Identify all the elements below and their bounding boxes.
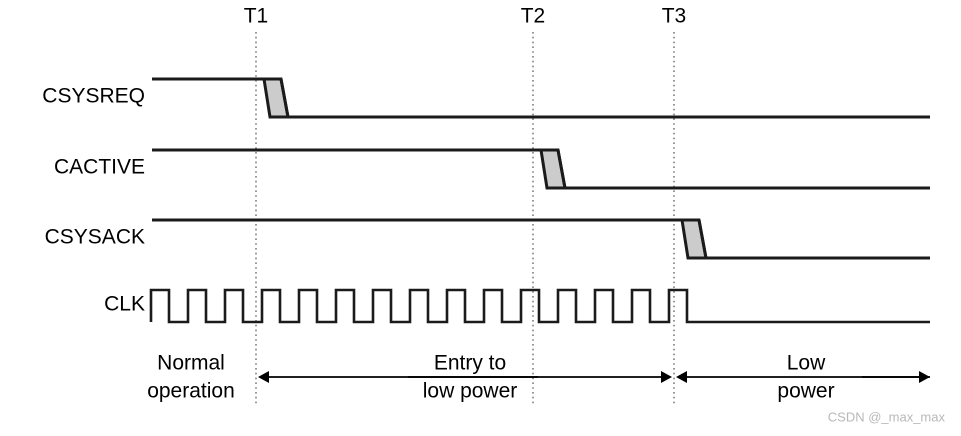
time-marker-label-t2: T2	[521, 4, 546, 27]
signal-label-csysreq: CSYSREQ	[42, 85, 145, 108]
seg-low-left-head	[676, 371, 687, 383]
phase-label-entry-to-low-power-line1: Entry to	[434, 352, 506, 375]
time-marker-label-t3: T3	[662, 4, 687, 27]
signal-slope-csysack	[697, 219, 708, 259]
phase-label-normal-operation-line2: operation	[147, 380, 235, 403]
watermark: CSDN @_max_max	[828, 409, 946, 424]
phase-label-normal-operation-line1: Normal	[157, 352, 225, 375]
phase-labels: Normal operation Entry to low power Low power	[147, 352, 834, 403]
seg-normal-head	[258, 371, 269, 383]
seg-entry-right-head	[661, 371, 672, 383]
phase-label-entry-to-low-power-line2: low power	[423, 380, 518, 403]
clock-waveform	[149, 288, 930, 324]
signal-waveforms	[152, 77, 930, 260]
phase-label-low-power-line1: Low	[787, 352, 826, 375]
signal-slope-csysreq	[279, 78, 290, 118]
signal-label-csysack: CSYSACK	[45, 226, 145, 249]
signal-name-labels: CSYSREQ CACTIVE CSYSACK	[42, 85, 145, 249]
phase-label-low-power-line2: power	[777, 380, 834, 403]
time-marker-labels: T1 T2 T3	[244, 4, 687, 27]
time-marker-label-t1: T1	[244, 4, 269, 27]
signal-slope-cactive	[556, 149, 567, 189]
seg-low-right-head	[919, 371, 930, 383]
clk-waveform-path	[149, 288, 930, 324]
phase-arrows	[258, 371, 930, 383]
signal-label-cactive: CACTIVE	[54, 156, 145, 179]
signal-label-clk: CLK	[104, 293, 145, 316]
